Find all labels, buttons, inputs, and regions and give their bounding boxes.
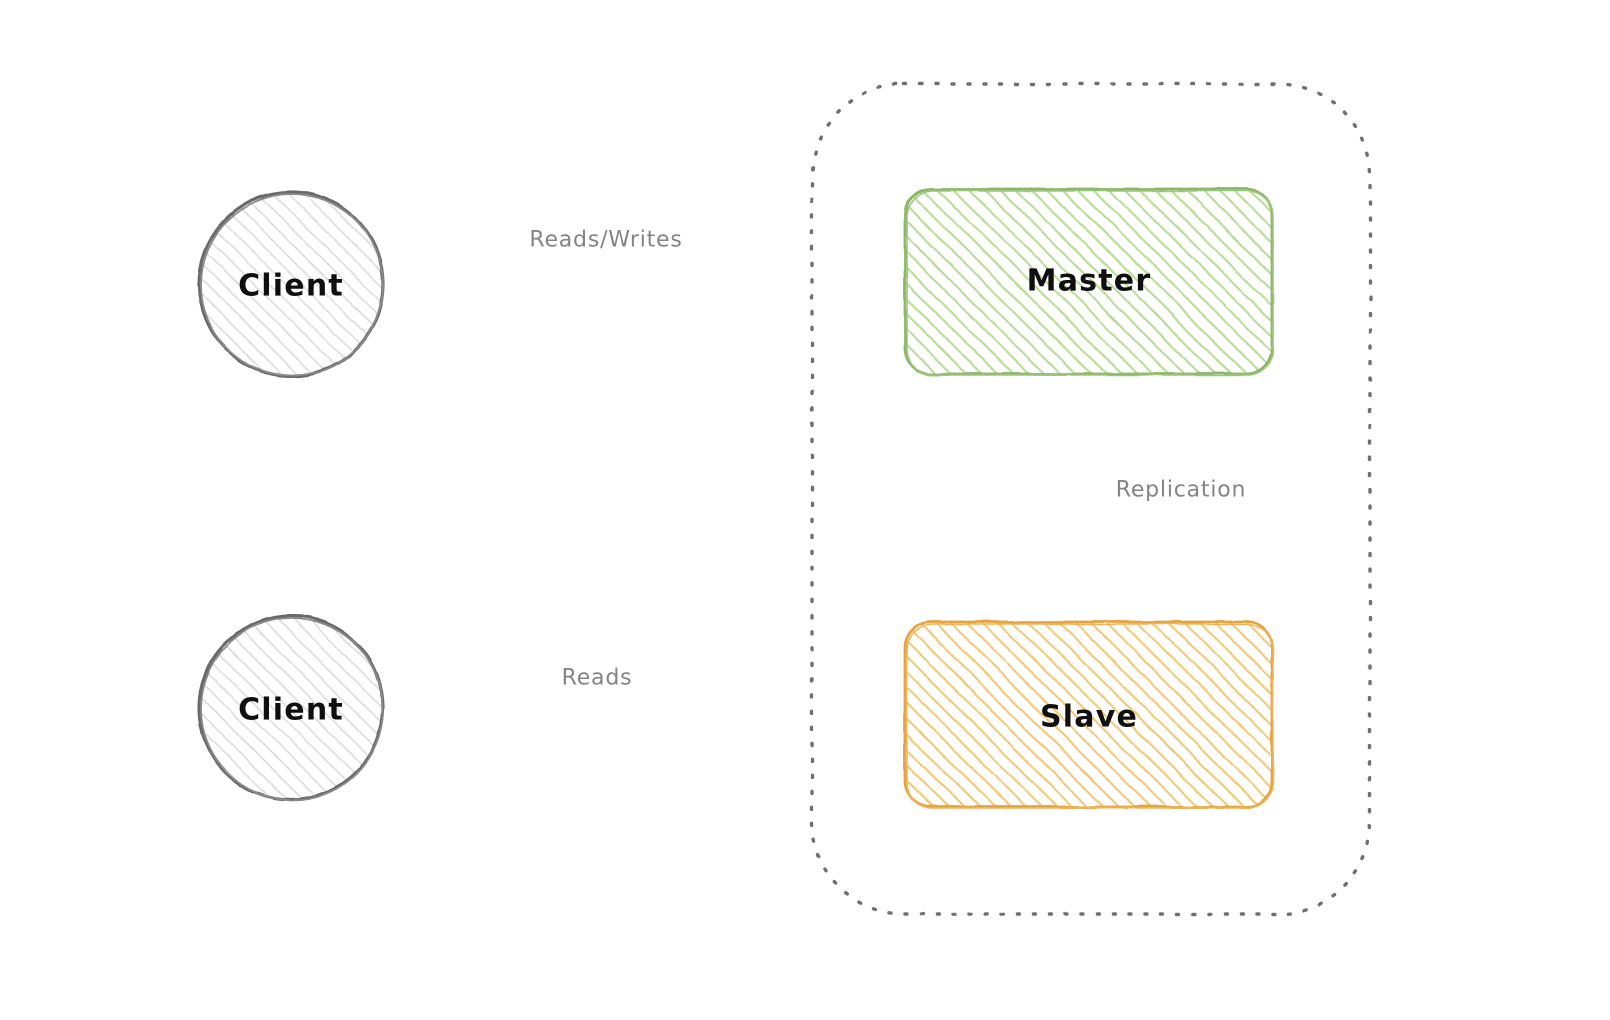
- client-top-fill: [199, 192, 383, 376]
- client-bottom-fill: [199, 616, 383, 800]
- slave-outline-2: [906, 623, 1274, 809]
- node-client-bottom[interactable]: [197, 614, 385, 802]
- master-outline: [903, 187, 1274, 376]
- client-bottom-outline-2: [200, 617, 384, 801]
- node-client-top[interactable]: [197, 190, 385, 378]
- master-fill: [905, 189, 1272, 374]
- slave-outline: [903, 620, 1274, 809]
- slave-fill: [905, 622, 1272, 807]
- node-slave[interactable]: [903, 620, 1274, 809]
- node-master[interactable]: [903, 187, 1274, 376]
- client-top-outline-2: [200, 193, 384, 377]
- master-outline-2: [906, 190, 1274, 376]
